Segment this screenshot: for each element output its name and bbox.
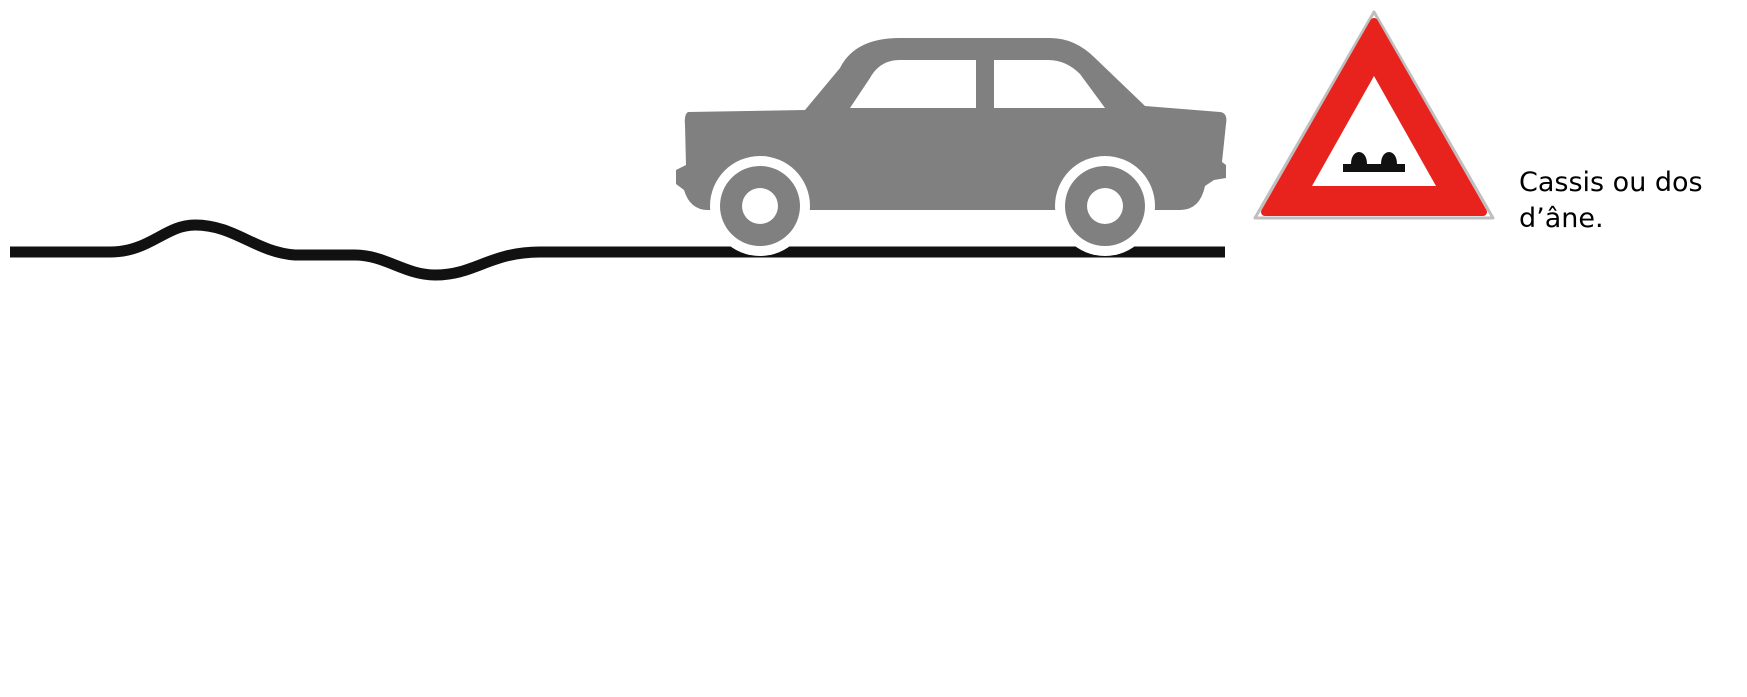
caption-line-1: Cassis ou dos (1519, 165, 1744, 201)
caption: Cassis ou dos d’âne. (1519, 165, 1744, 237)
car-side-icon (676, 38, 1226, 256)
bumpy-road (10, 225, 1225, 275)
speed-bump-warning-sign-icon (1255, 12, 1493, 218)
caption-line-2: d’âne. (1519, 201, 1744, 237)
